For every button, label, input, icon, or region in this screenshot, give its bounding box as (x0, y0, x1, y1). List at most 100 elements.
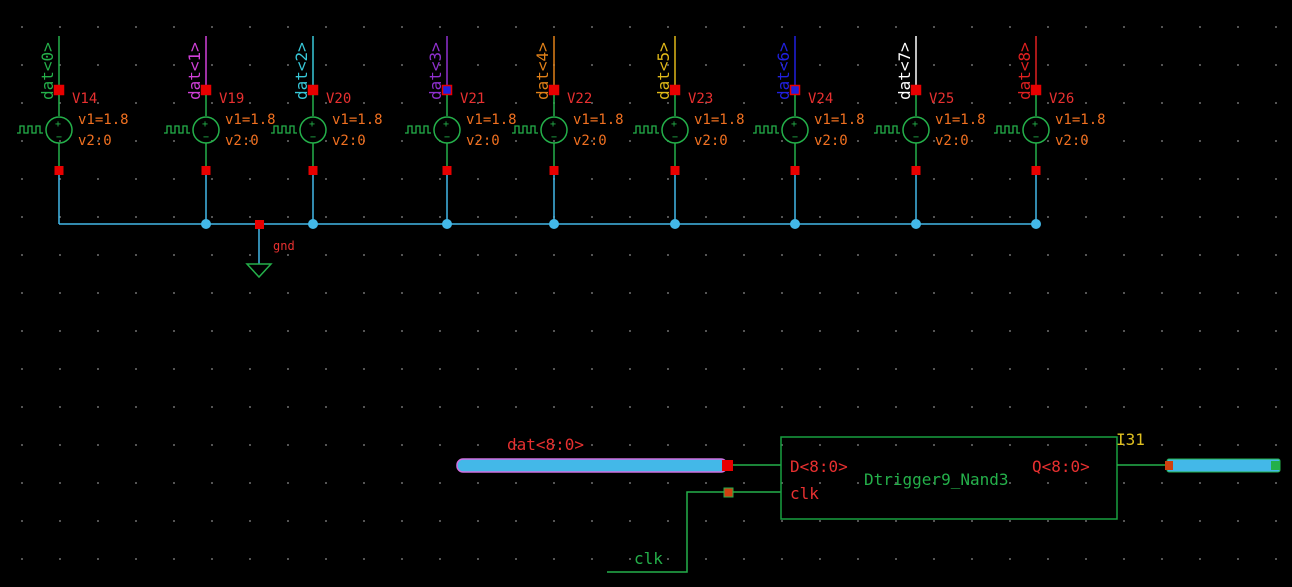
source-top-pin[interactable] (669, 84, 681, 96)
clk-wire[interactable] (607, 491, 781, 573)
minus-icon: − (203, 132, 209, 143)
minus-icon: − (792, 132, 798, 143)
net-label: dat<1> (185, 42, 204, 100)
source-v1-param: v1=1.8 (935, 112, 986, 128)
minus-icon: − (56, 132, 62, 143)
source-v2-param: v2:0 (1055, 133, 1089, 149)
pulse-waveform-icon (753, 125, 779, 134)
source-top-pin[interactable] (200, 84, 212, 96)
source-top-pin[interactable] (1030, 84, 1042, 96)
source-v2-param: v2:0 (814, 133, 848, 149)
net-label: dat<4> (533, 42, 552, 100)
input-bus-wire[interactable] (456, 458, 728, 473)
pulse-waveform-icon (271, 125, 297, 134)
bus-pin[interactable] (722, 460, 733, 471)
source-bottom-pin[interactable] (911, 166, 921, 175)
net-label: dat<8> (1015, 42, 1034, 100)
source-bottom-pin[interactable] (201, 166, 211, 175)
net-label: dat<5> (654, 42, 673, 100)
source-v1-param: v1=1.8 (466, 112, 517, 128)
pulse-waveform-icon (994, 125, 1020, 134)
source-v2-param: v2:0 (466, 133, 500, 149)
net-label: dat<6> (774, 42, 793, 100)
ground-icon[interactable] (245, 263, 273, 279)
source-instance-label: V24 (808, 91, 833, 107)
source-bottom-pin[interactable] (670, 166, 680, 175)
source-bottom-pin[interactable] (549, 166, 559, 175)
clk-label: clk (634, 549, 663, 568)
pulse-waveform-icon (164, 125, 190, 134)
voltage-sources: dat<0> + − V14 v1=1.8 v2:0 dat<1> + − V19 v1=1.8 v2… (17, 36, 1106, 229)
source-v2-param: v2:0 (78, 133, 112, 149)
block-instance-label: I31 (1116, 430, 1145, 449)
pulse-waveform-icon (633, 125, 659, 134)
source-bottom-pin[interactable] (1031, 166, 1041, 175)
source-instance-label: V14 (72, 91, 97, 107)
source-top-pin[interactable] (548, 84, 560, 96)
plus-icon: + (550, 119, 556, 130)
net-label: dat<0> (38, 42, 57, 100)
source-v1-param: v1=1.8 (573, 112, 624, 128)
dtrigger-block[interactable] (780, 436, 1118, 520)
source-bottom-pin[interactable] (308, 166, 318, 175)
ground-label: gnd (273, 239, 295, 253)
source-v2-param: v2:0 (332, 133, 366, 149)
clk-pin[interactable] (723, 487, 734, 498)
source-v1-param: v1=1.8 (78, 112, 129, 128)
source-instance-label: V25 (929, 91, 954, 107)
source-instance-label: V23 (688, 91, 713, 107)
source-top-pin[interactable] (789, 84, 801, 96)
source-top-pin[interactable] (910, 84, 922, 96)
pulse-waveform-icon (17, 125, 43, 134)
source-v1-param: v1=1.8 (1055, 112, 1106, 128)
ground-pin[interactable] (255, 220, 264, 229)
output-bus-wire[interactable] (1166, 458, 1281, 473)
source-instance-label: V21 (460, 91, 485, 107)
plus-icon: + (791, 119, 797, 130)
plus-icon: + (202, 119, 208, 130)
net-label: dat<3> (426, 42, 445, 100)
input-bus-label: dat<8:0> (507, 435, 584, 454)
output-end-pin[interactable] (1271, 461, 1280, 470)
net-label: dat<7> (895, 42, 914, 100)
block-pin-d: D<8:0> (790, 457, 848, 476)
source-v1-param: v1=1.8 (225, 112, 276, 128)
source-instance-label: V26 (1049, 91, 1074, 107)
plus-icon: + (912, 119, 918, 130)
plus-icon: + (1032, 119, 1038, 130)
source-top-pin[interactable] (307, 84, 319, 96)
minus-icon: − (310, 132, 316, 143)
source-instance-label: V19 (219, 91, 244, 107)
plus-icon: + (55, 119, 61, 130)
source-top-pin[interactable] (53, 84, 65, 96)
source-v1-param: v1=1.8 (332, 112, 383, 128)
minus-icon: − (672, 132, 678, 143)
block-cell-label: Dtrigger9_Nand3 (864, 470, 1009, 489)
block-pin-q: Q<8:0> (1032, 457, 1090, 476)
source-v2-param: v2:0 (573, 133, 607, 149)
pulse-waveform-icon (874, 125, 900, 134)
plus-icon: + (443, 119, 449, 130)
plus-icon: + (309, 119, 315, 130)
source-instance-label: V22 (567, 91, 592, 107)
plus-icon: + (671, 119, 677, 130)
source-v1-param: v1=1.8 (814, 112, 865, 128)
source-v1-param: v1=1.8 (694, 112, 745, 128)
minus-icon: − (551, 132, 557, 143)
net-label: dat<2> (292, 42, 311, 100)
source-top-pin[interactable] (441, 84, 453, 96)
source-bottom-pin[interactable] (790, 166, 800, 175)
block-pin-clk: clk (790, 484, 819, 503)
pulse-waveform-icon (512, 125, 538, 134)
minus-icon: − (1033, 132, 1039, 143)
output-pin[interactable] (1165, 461, 1173, 470)
source-v2-param: v2:0 (694, 133, 728, 149)
source-instance-label: V20 (326, 91, 351, 107)
pulse-waveform-icon (405, 125, 431, 134)
minus-icon: − (444, 132, 450, 143)
source-bottom-pin[interactable] (442, 166, 452, 175)
source-bottom-pin[interactable] (54, 166, 64, 175)
source-v2-param: v2:0 (225, 133, 259, 149)
